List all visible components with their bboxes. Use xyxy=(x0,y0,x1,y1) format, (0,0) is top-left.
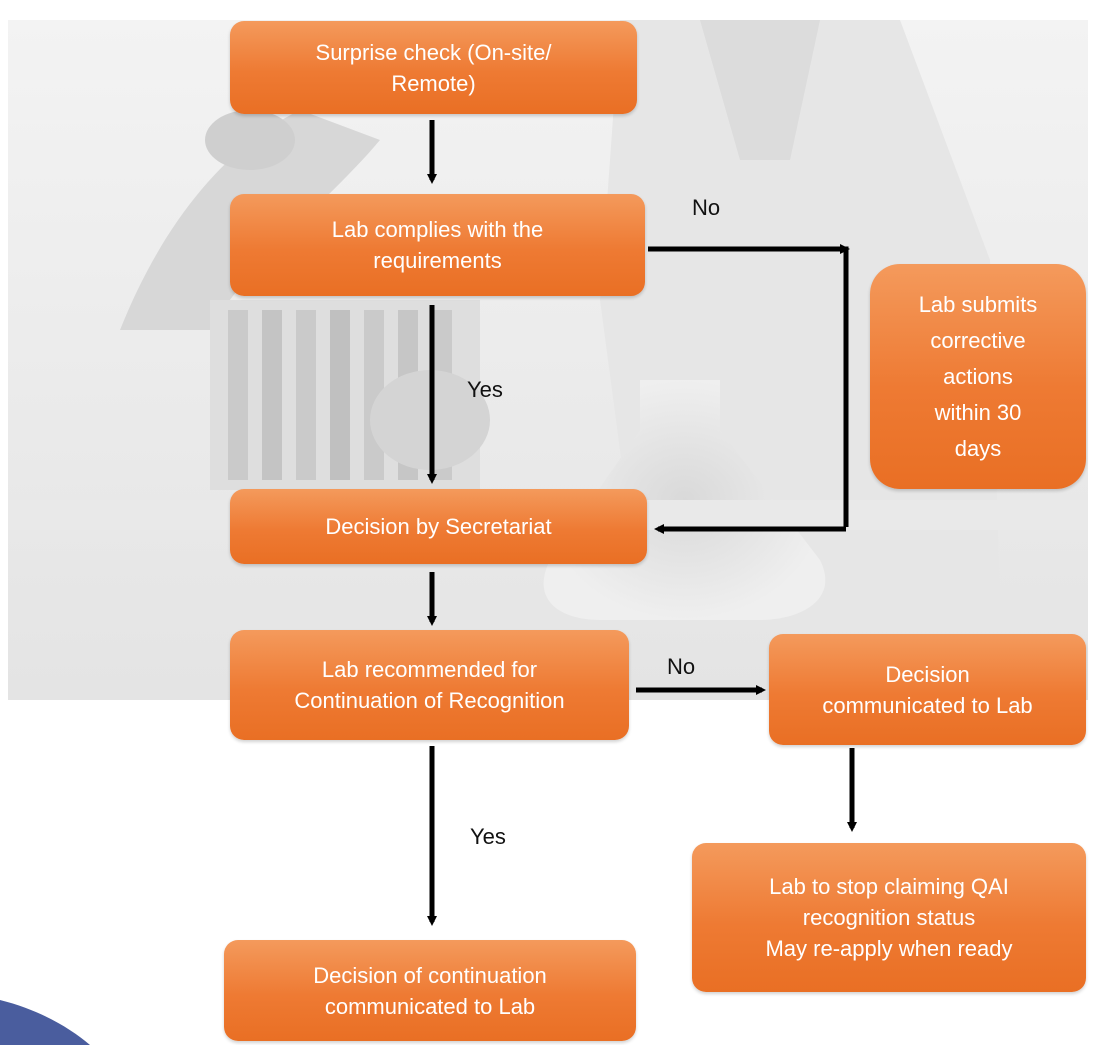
node-lab-complies-label: Lab complies with the requirements xyxy=(331,217,544,273)
node-decision-communicated-label: Decision communicated to Lab xyxy=(822,661,1033,718)
node-lab-complies: Lab complies with the requirements xyxy=(230,194,645,296)
edge-label-complies-no: No xyxy=(692,195,721,220)
node-continuation-communicated-label: Decision of continuation communicated to… xyxy=(313,962,547,1019)
node-decision-secretariat: Decision by Secretariat xyxy=(230,489,647,564)
corner-accent xyxy=(0,1000,90,1045)
node-stop-claiming-label: Lab to stop claiming QAI recognition sta… xyxy=(765,874,1013,961)
node-lab-recommended: Lab recommended for Continuation of Reco… xyxy=(230,630,629,740)
node-decision-communicated: Decision communicated to Lab xyxy=(769,634,1086,745)
node-lab-recommended-label: Lab recommended for Continuation of Reco… xyxy=(294,657,565,713)
arrow-complies-no xyxy=(648,246,849,527)
edge-label-recommended-no: No xyxy=(667,654,696,679)
node-corrective-actions-label: Lab submits corrective actions within 30… xyxy=(918,291,1038,461)
node-stop-claiming: Lab to stop claiming QAI recognition sta… xyxy=(692,843,1086,992)
node-corrective-actions: Lab submits corrective actions within 30… xyxy=(870,264,1086,489)
node-surprise-check-label: Surprise check (On-site/ Remote) xyxy=(315,39,552,96)
node-surprise-check: Surprise check (On-site/ Remote) xyxy=(230,21,637,114)
node-continuation-communicated: Decision of continuation communicated to… xyxy=(224,940,636,1041)
edge-label-recommended-yes: Yes xyxy=(470,824,506,849)
edge-label-complies-yes: Yes xyxy=(467,377,503,402)
node-decision-secretariat-label: Decision by Secretariat xyxy=(325,514,552,539)
